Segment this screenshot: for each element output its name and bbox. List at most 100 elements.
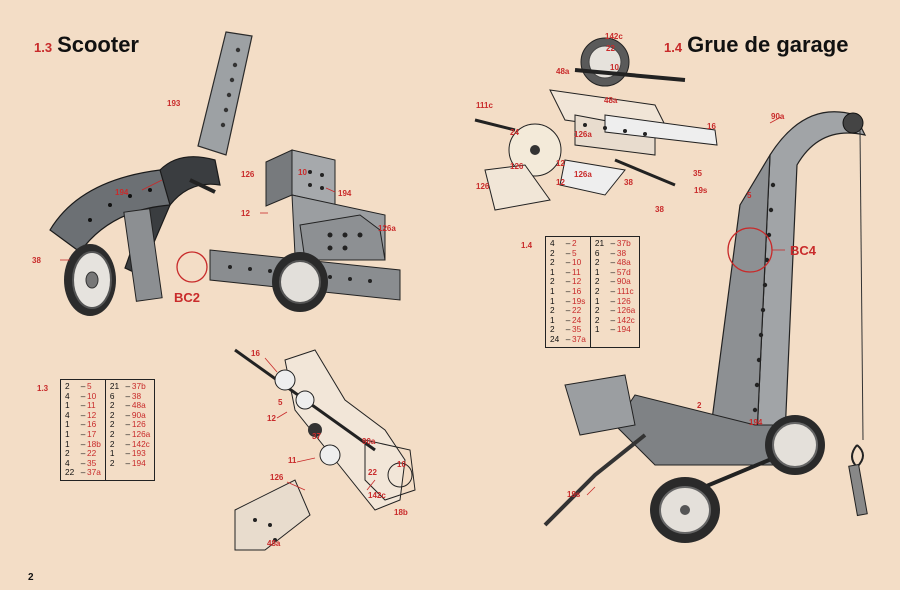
part-number: 22 xyxy=(572,305,582,316)
crane-illustration xyxy=(543,111,868,543)
part-number: 194 xyxy=(131,457,146,468)
crane-title: 1.4 Grue de garage xyxy=(664,32,848,58)
part-dash: – xyxy=(80,400,86,411)
parts-row: 1–194 xyxy=(595,325,635,335)
part-quantity: 1 xyxy=(109,448,115,459)
part-number: 142c xyxy=(616,314,635,325)
crane-bc-label: BC4 xyxy=(790,243,817,258)
crane-label: 19s xyxy=(567,490,581,499)
part-dash: – xyxy=(80,428,86,439)
part-number: 37b xyxy=(616,238,631,248)
parts-row: 2–48a xyxy=(595,258,635,268)
part-dash: – xyxy=(610,257,616,268)
part-number: 11 xyxy=(87,400,96,411)
part-dash: – xyxy=(610,238,616,248)
part-number: 48a xyxy=(616,257,631,268)
scooter-label: 194 xyxy=(115,188,129,197)
part-number: 19s xyxy=(572,295,586,306)
winch-label: 22 xyxy=(606,44,615,53)
part-number: 90a xyxy=(616,276,631,287)
part-dash: – xyxy=(125,381,131,391)
part-dash: – xyxy=(565,305,571,316)
detail-label: 90a xyxy=(362,437,376,446)
part-quantity: 1 xyxy=(65,419,70,430)
detail-label: 37 xyxy=(312,432,321,441)
part-quantity: 2 xyxy=(109,419,115,430)
parts-row: 2–22 xyxy=(65,449,101,459)
scooter-label: 12 xyxy=(241,209,250,218)
winch-label: 24 xyxy=(510,128,519,137)
part-quantity: 6 xyxy=(109,390,115,401)
part-quantity: 4 xyxy=(65,457,70,468)
scooter-label: 38 xyxy=(32,256,41,265)
part-dash: – xyxy=(80,390,86,401)
winch-label: 126 xyxy=(510,162,524,171)
crane-label: 194 xyxy=(749,418,763,427)
part-quantity: 6 xyxy=(594,247,600,258)
parts-row: 1–11 xyxy=(550,267,586,278)
parts-row: 4–10 xyxy=(65,390,101,402)
part-dash: – xyxy=(610,247,616,258)
detail-label: 10 xyxy=(397,460,406,469)
part-quantity: 1 xyxy=(65,400,70,411)
parts-row: 2–10 xyxy=(550,258,586,268)
parts-row: 2–111c xyxy=(595,286,635,297)
detail-label: 12 xyxy=(267,414,276,423)
part-number: 193 xyxy=(131,448,146,459)
winch-label: 10 xyxy=(610,63,619,72)
part-dash: – xyxy=(610,266,616,277)
part-number: 17 xyxy=(87,428,97,439)
parts-row: 24–37a xyxy=(550,333,586,345)
part-dash: – xyxy=(80,457,86,468)
parts-row: 2–194 xyxy=(110,457,150,469)
part-number: 22 xyxy=(87,448,97,459)
parts-row: 2–126 xyxy=(110,420,150,430)
scooter-model-number: 1.3 xyxy=(34,40,53,55)
parts-row: 1–24 xyxy=(550,314,586,326)
parts-row: 2–142c xyxy=(595,314,635,326)
part-quantity: 22 xyxy=(65,467,75,478)
part-number: 10 xyxy=(87,390,97,401)
part-number: 57d xyxy=(616,266,631,277)
part-number: 38 xyxy=(616,247,627,258)
scooter-illustration xyxy=(49,31,401,316)
part-dash: – xyxy=(610,314,616,325)
scooter-title: 1.3 Scooter xyxy=(34,32,139,58)
part-quantity: 24 xyxy=(550,333,560,344)
detail-label: 16 xyxy=(251,349,260,358)
part-quantity: 1 xyxy=(550,314,555,325)
winch-label: 12 xyxy=(556,178,565,187)
parts-row: 1–11 xyxy=(65,401,101,411)
part-quantity: 2 xyxy=(109,400,115,411)
scooter-parts-number: 1.3 xyxy=(37,384,49,393)
detail-label: 142c xyxy=(368,491,386,500)
detail-label: 22 xyxy=(368,468,377,477)
parts-row: 2–48a xyxy=(110,401,150,411)
part-quantity: 1 xyxy=(550,285,555,296)
part-dash: – xyxy=(565,324,571,335)
part-dash: – xyxy=(125,448,131,459)
page-number: 2 xyxy=(28,572,34,583)
part-quantity: 2 xyxy=(550,324,555,335)
part-number: 5 xyxy=(572,247,577,258)
part-quantity: 2 xyxy=(594,305,600,316)
part-quantity: 2 xyxy=(550,257,555,268)
part-dash: – xyxy=(610,295,616,306)
scooter-label: 194 xyxy=(338,189,352,198)
part-number: 194 xyxy=(616,324,631,335)
winch-label: 126a xyxy=(574,130,592,139)
part-dash: – xyxy=(80,467,86,478)
part-quantity: 2 xyxy=(550,247,555,258)
parts-row: 21–37b xyxy=(109,381,150,392)
parts-row: 2–12 xyxy=(550,277,586,287)
part-quantity: 2 xyxy=(65,381,70,391)
parts-row: 1–19s xyxy=(550,295,586,307)
part-quantity: 2 xyxy=(594,276,600,287)
crane-model-number: 1.4 xyxy=(664,40,683,55)
part-number: 16 xyxy=(87,419,97,430)
part-quantity: 21 xyxy=(109,381,120,391)
parts-row: 6–38 xyxy=(594,247,635,259)
part-number: 5 xyxy=(87,381,92,391)
